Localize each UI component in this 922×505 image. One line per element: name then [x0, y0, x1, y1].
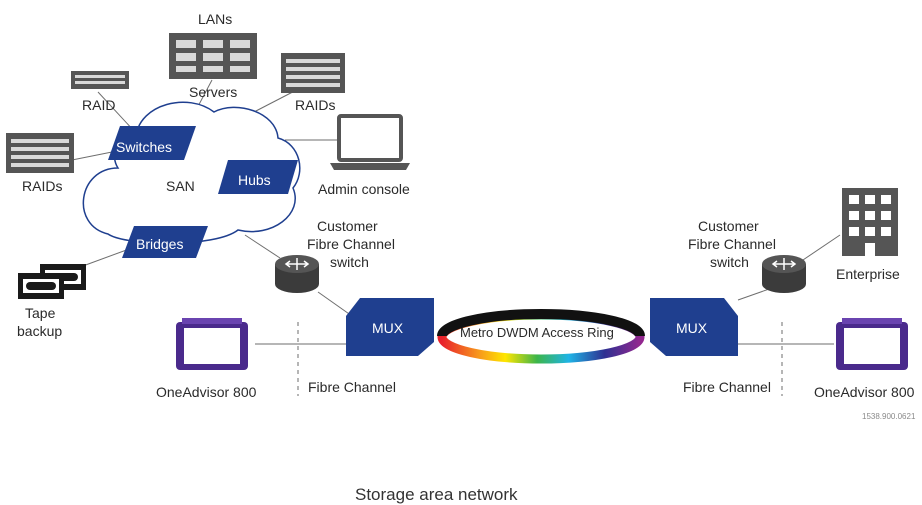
- customer-switch-right-label-3: switch: [710, 254, 749, 270]
- raids-left-icon: [6, 133, 74, 173]
- dwdm-ring: Metro DWDM Access Ring: [437, 309, 645, 364]
- fibre-channel-right-label: Fibre Channel: [683, 379, 771, 395]
- raids-left-label: RAIDs: [22, 178, 62, 194]
- hubs-node: Hubs: [218, 160, 298, 194]
- fibre-channel-left-label: Fibre Channel: [308, 379, 396, 395]
- admin-console-label: Admin console: [318, 181, 410, 197]
- mux-right-node: MUX: [650, 298, 738, 356]
- tape-icon: [18, 264, 86, 299]
- lans-label: LANs: [198, 11, 232, 27]
- raid-icon: [71, 71, 129, 89]
- fc-switch-left-icon: [275, 255, 319, 293]
- laptop-icon: [330, 114, 410, 170]
- raids-top-icon: [281, 53, 345, 93]
- switches-node: Switches: [108, 126, 196, 160]
- oneadvisor-left-label: OneAdvisor 800: [156, 384, 257, 400]
- customer-switch-right-label-1: Customer: [698, 218, 759, 234]
- switches-label: Switches: [116, 139, 172, 155]
- oneadvisor-right-icon: [836, 318, 908, 370]
- customer-switch-left-label-2: Fibre Channel: [307, 236, 395, 252]
- tape-backup-label-1: Tape: [25, 305, 56, 321]
- customer-switch-left-label-3: switch: [330, 254, 369, 270]
- mux-left-label: MUX: [372, 320, 404, 336]
- figure-caption: Storage area network: [355, 485, 518, 504]
- bridges-node: Bridges: [122, 226, 208, 258]
- servers-label: Servers: [189, 84, 237, 100]
- ring-label: Metro DWDM Access Ring: [460, 325, 614, 340]
- document-id: 1538.900.0621: [862, 412, 916, 421]
- servers-icon: [169, 33, 257, 79]
- customer-switch-right-label-2: Fibre Channel: [688, 236, 776, 252]
- oneadvisor-right-label: OneAdvisor 800: [814, 384, 915, 400]
- mux-right-label: MUX: [676, 320, 708, 336]
- raids-top-label: RAIDs: [295, 97, 335, 113]
- enterprise-building-icon: [842, 188, 898, 256]
- enterprise-label: Enterprise: [836, 266, 900, 282]
- raid-label: RAID: [82, 97, 115, 113]
- san-label: SAN: [166, 178, 195, 194]
- oneadvisor-left-icon: [176, 318, 248, 370]
- customer-switch-left-label-1: Customer: [317, 218, 378, 234]
- fc-switch-right-icon: [762, 255, 806, 293]
- hubs-label: Hubs: [238, 172, 271, 188]
- mux-left-node: MUX: [346, 298, 434, 356]
- tape-backup-label-2: backup: [17, 323, 62, 339]
- bridges-label: Bridges: [136, 236, 183, 252]
